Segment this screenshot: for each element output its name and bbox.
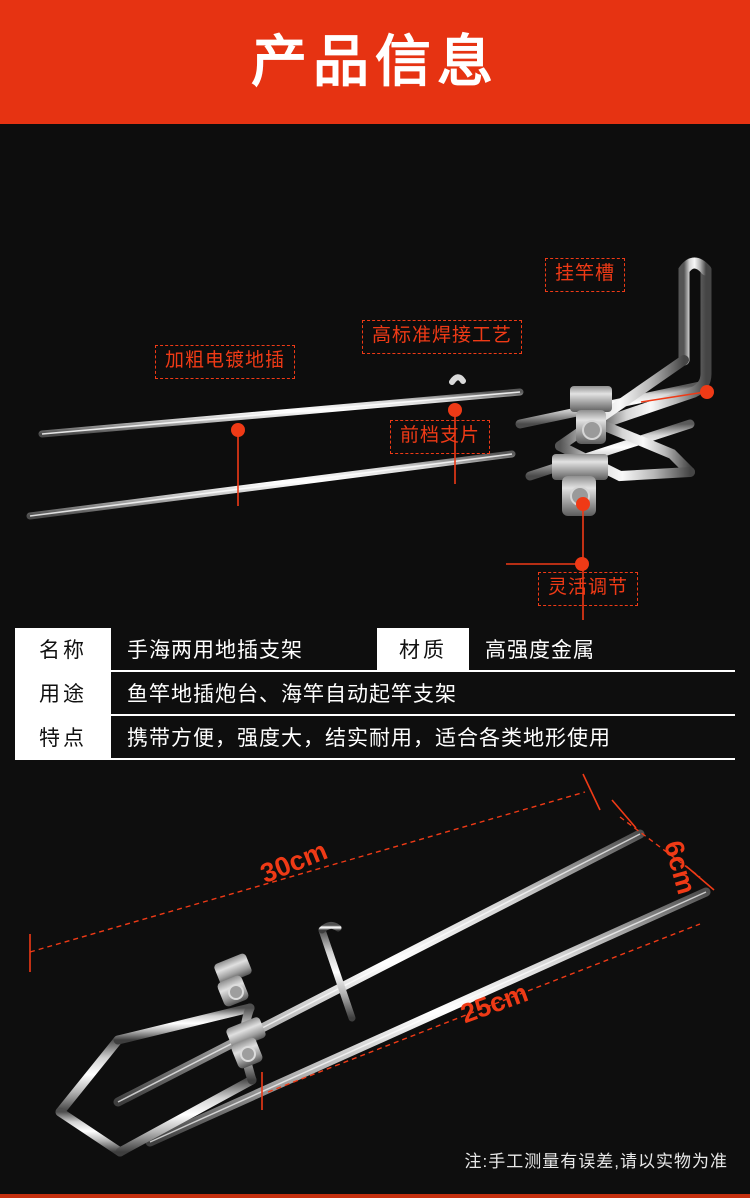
spec-value-material: 高强度金属 [485,639,595,662]
callout-leader-lines [237,391,706,620]
callout-label-weld: 高标准焊接工艺 [362,320,523,354]
callout-label-spike: 加粗电镀地插 [155,345,296,379]
ground-spikes [26,388,524,520]
dimension-clamp-upper [214,953,252,1007]
bottom-accent-bar [0,1194,750,1198]
upper-clamp-block [570,386,612,444]
dimension-frame-loop [55,1003,257,1157]
rod-hook-cradle [555,257,712,482]
dimension-illustration [29,773,715,1157]
spec-value-features: 携带方便，强度大，结实耐用，适合各类地形使用 [127,727,611,750]
table-row: 用途 鱼竿地插炮台、海竿自动起竿支架 [15,672,735,716]
dimension-clamp-lower [226,1017,266,1069]
spec-table: 名称 手海两用地插支架 材质 高强度金属 用途 鱼竿地插炮台、海竿自动起竿支架 … [15,628,735,760]
dimension-center-strut [318,921,356,1022]
spec-value-usage: 鱼竿地插炮台、海竿自动起竿支架 [127,683,457,706]
callout-label-hook: 挂竿槽 [545,258,626,292]
measurement-ticks [29,773,715,1110]
callout-label-front: 前档支片 [390,420,491,454]
page-title: 产品信息 [251,30,499,93]
table-row: 特点 携带方便，强度大，结实耐用，适合各类地形使用 [15,716,735,760]
measurement-disclaimer: 注:手工测量有误差,请以实物为准 [464,1152,728,1171]
spec-key-usage: 用途 [15,672,111,714]
spec-key-material: 材质 [377,628,469,670]
product-illustration [26,257,714,620]
hero-product-photo [0,124,750,620]
spec-key-features: 特点 [15,716,111,758]
page-header: 产品信息 [0,0,750,124]
spec-key-name: 名称 [15,628,111,670]
dimension-rails [113,829,711,1147]
spec-value-name: 手海两用地插支架 [127,639,303,662]
callout-label-adjust: 灵活调节 [538,572,639,606]
dimension-product-photo [0,772,750,1172]
table-row: 名称 手海两用地插支架 材质 高强度金属 [15,628,735,672]
callout-dots [231,385,714,571]
